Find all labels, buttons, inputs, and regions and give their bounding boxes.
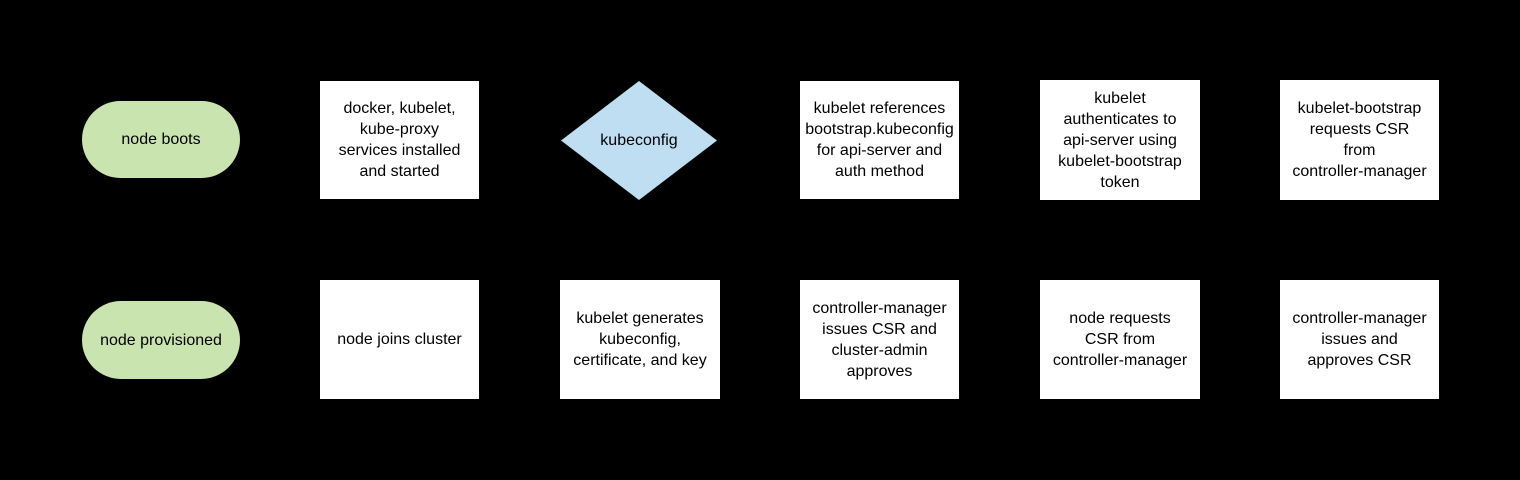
node-process-kubelet-references-bootstrap: kubelet references bootstrap.kubeconfig …	[800, 81, 959, 199]
node-terminator-node-provisioned: node provisioned	[82, 301, 240, 379]
node-process-node-requests-csr: node requests CSR from controller-manage…	[1040, 280, 1200, 399]
node-process-kubelet-authenticates: kubelet authenticates to api-server usin…	[1040, 80, 1200, 200]
node-decision-kubeconfig: kubeconfig	[561, 81, 717, 200]
node-process-services-installed: docker, kubelet, kube-proxy services ins…	[320, 81, 479, 199]
node-process-controller-manager-approves-csr: controller-manager issues and approves C…	[1280, 280, 1439, 399]
node-process-controller-manager-issues-csr: controller-manager issues CSR and cluste…	[800, 280, 959, 399]
node-process-node-joins-cluster: node joins cluster	[320, 280, 479, 399]
node-process-kubelet-generates-kubeconfig: kubelet generates kubeconfig, certificat…	[560, 280, 720, 399]
node-terminator-node-boots: node boots	[82, 101, 240, 178]
node-process-kubelet-bootstrap-requests-csr: kubelet-bootstrap requests CSR from cont…	[1280, 80, 1439, 200]
